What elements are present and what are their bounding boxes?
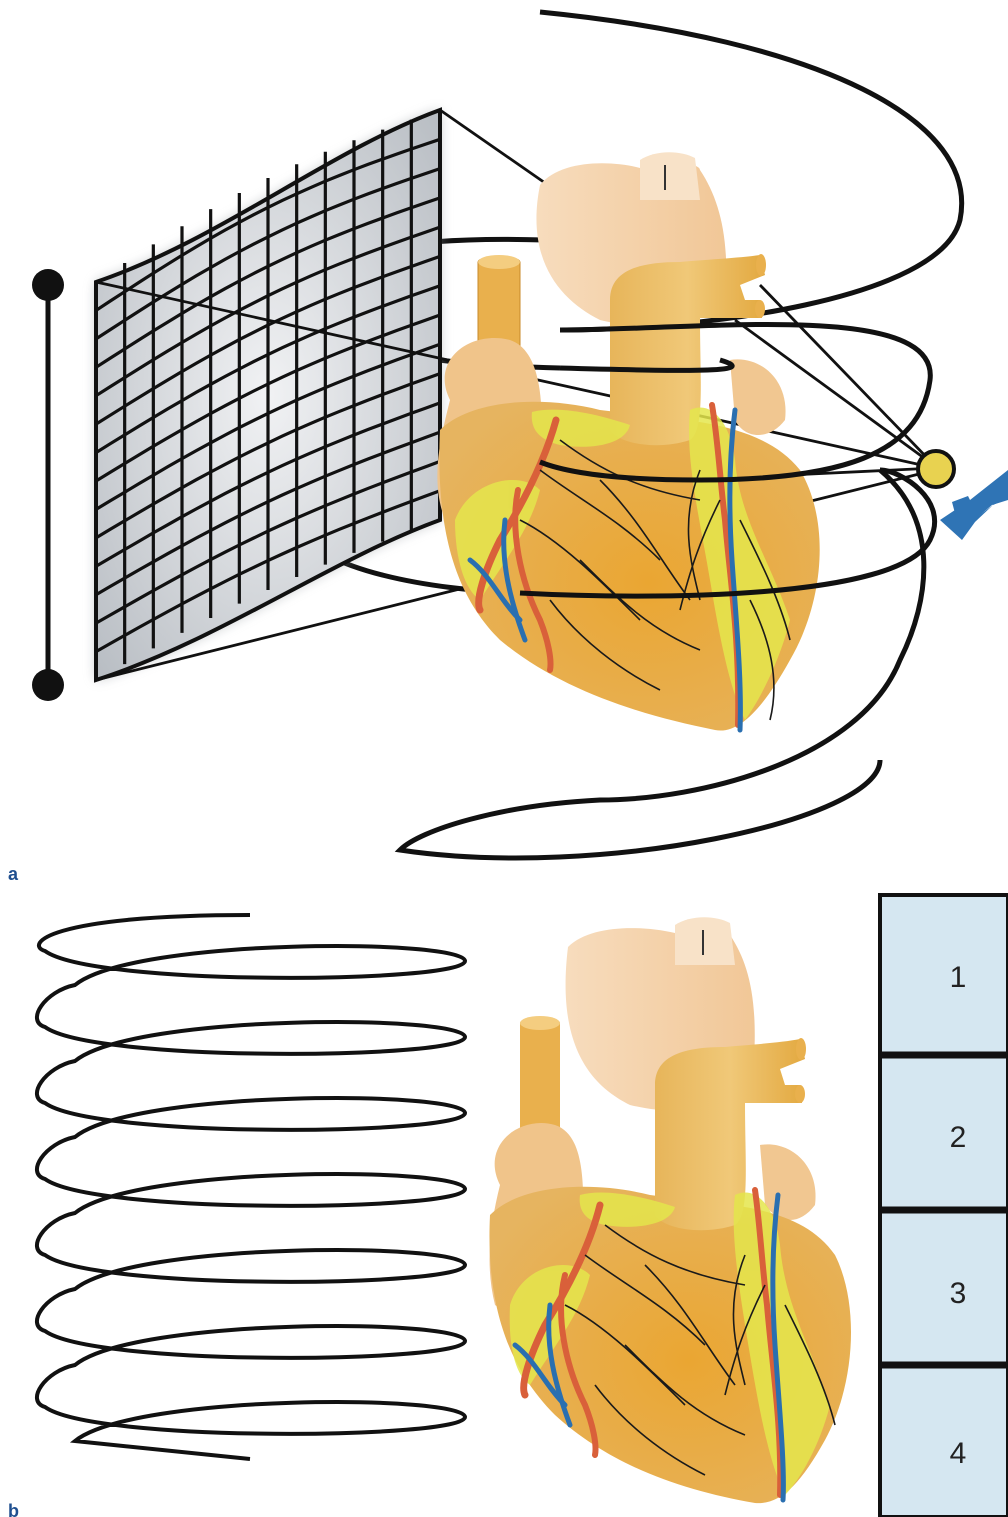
segment-3: [880, 1210, 1008, 1365]
segment-label-2: 2: [950, 1121, 967, 1154]
x-ray-tube-icon: [918, 451, 954, 487]
segment-1: [880, 895, 1008, 1055]
panel-b-sequential-segments: 1 2 3 4 b: [0, 885, 1008, 1517]
panel-a-helical-ct-geometry: a: [0, 0, 1008, 885]
segment-2: [880, 1055, 1008, 1210]
panel-a-drawing: a: [0, 0, 1008, 885]
panel-a-label: a: [8, 864, 19, 884]
segment-label-1: 1: [950, 961, 967, 994]
heart-illustration-b: [489, 917, 851, 1503]
helical-path-icon: [37, 915, 465, 1459]
segment-label-4: 4: [950, 1437, 967, 1470]
segment-stack: 1 2 3 4: [880, 895, 1008, 1517]
segment-label-3: 3: [950, 1277, 967, 1310]
panel-b-label: b: [8, 1501, 19, 1517]
coil-path: [37, 915, 465, 1459]
segment-4: [880, 1365, 1008, 1517]
detector-array-icon: [96, 110, 440, 680]
z-axis-marker: [32, 269, 64, 701]
rotation-arrow-head: [952, 470, 1008, 532]
panel-b-drawing: 1 2 3 4 b: [0, 885, 1008, 1517]
